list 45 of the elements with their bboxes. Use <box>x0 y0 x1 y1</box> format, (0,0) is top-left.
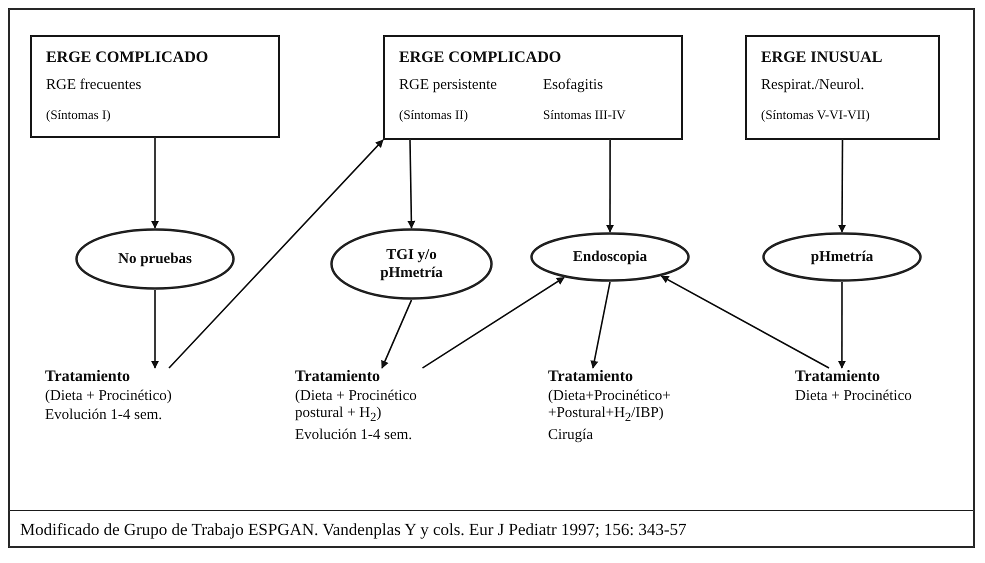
box-heading: ERGE COMPLICADO <box>46 49 208 67</box>
treatment-text: (Dieta + Procinético postural + H$_{2}$) <box>295 388 418 425</box>
arrow <box>660 275 830 369</box>
process-box <box>745 35 940 140</box>
arrow <box>151 290 159 369</box>
arrow <box>407 140 416 229</box>
box-text: (Síntomas I) <box>46 107 111 123</box>
arrow <box>590 282 611 369</box>
treatment-heading: Tratamiento <box>45 368 132 386</box>
treatment-heading: Tratamiento <box>295 368 382 386</box>
treatment-text: Cirugía <box>548 427 594 444</box>
box-text: (Síntomas II) <box>399 107 468 123</box>
test-ellipse <box>762 232 922 282</box>
ellipse-text: Endoscopia <box>572 248 648 266</box>
arrow <box>422 276 565 369</box>
test-ellipse <box>75 228 235 290</box>
box-text: Síntomas III-IV <box>543 107 626 123</box>
box-heading: ERGE INUSUAL <box>761 49 882 67</box>
process-box <box>30 35 280 138</box>
test-ellipse <box>330 228 493 300</box>
arrow <box>151 138 159 229</box>
box-text: Respirat./Neurol. <box>761 77 864 94</box>
treatment-text: (Dieta+Procinético+ +Postural+H$_{2}$/IBP) <box>548 388 672 425</box>
ellipse-text: No pruebas <box>118 250 192 268</box>
ellipse-text: TGI y/o pHmetría <box>379 246 444 282</box>
test-ellipse <box>530 232 690 282</box>
box-text: RGE persistente <box>399 77 497 94</box>
arrow <box>838 282 846 369</box>
arrow <box>381 300 412 369</box>
box-text: RGE frecuentes <box>46 77 142 94</box>
treatment-text: (Dieta + Procinético) <box>45 388 173 405</box>
treatment-text: Dieta + Procinético <box>795 388 913 405</box>
treatment-heading: Tratamiento <box>795 368 882 386</box>
treatment-text: Evolución 1-4 sem. <box>295 427 414 444</box>
arrow <box>606 140 614 233</box>
arrow <box>838 140 846 233</box>
box-text: Esofagitis <box>543 77 603 94</box>
treatment-text: Evolución 1-4 sem. <box>45 407 164 424</box>
process-box <box>383 35 683 140</box>
box-text: (Síntomas V-VI-VII) <box>761 107 870 123</box>
box-heading: ERGE COMPLICADO <box>399 49 562 67</box>
caption: Modificado de Grupo de Trabajo ESPGAN. Vandenplas Y y cols. Eur J Pediatr 1997; 156: 343-57 <box>20 520 687 540</box>
arrow <box>168 139 384 369</box>
ellipse-text: pHmetría <box>810 248 874 266</box>
treatment-heading: Tratamiento <box>548 368 634 386</box>
